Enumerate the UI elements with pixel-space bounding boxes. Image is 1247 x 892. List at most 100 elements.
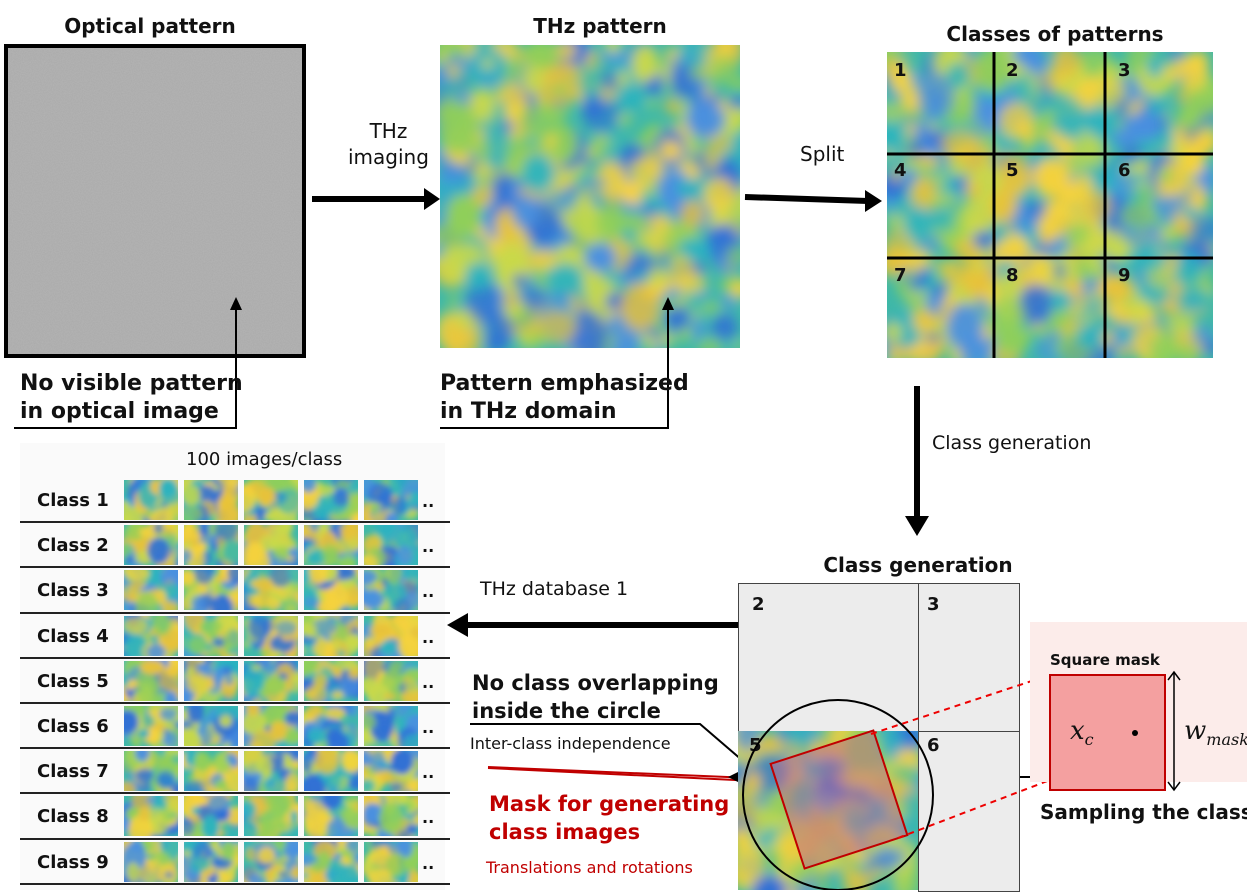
class-thumbnail	[124, 570, 178, 611]
mask-center-dot	[1132, 730, 1138, 736]
optical-image	[4, 44, 306, 358]
rotated-mask	[769, 729, 909, 870]
row-ellipsis: ..	[422, 717, 435, 737]
row-ellipsis: ..	[422, 808, 435, 828]
row-ellipsis: ..	[422, 627, 435, 647]
class-row: Class 3..	[20, 568, 450, 614]
thz-note: Pattern emphasized in THz domain	[440, 371, 689, 424]
class-thumbnail	[364, 751, 418, 792]
thz-imaging-label: THz imaging	[348, 119, 429, 169]
class-row: Class 1..	[20, 478, 450, 524]
split-label: Split	[800, 142, 845, 166]
class-thumbnail	[124, 660, 178, 701]
generation-number-5: 5	[749, 735, 762, 756]
class-thumbnail	[244, 841, 298, 882]
class-row-label: Class 4	[37, 625, 109, 647]
optical-pattern-title: Optical pattern	[64, 14, 236, 38]
optical-note: No visible pattern in optical image	[20, 371, 243, 424]
class-thumbnail	[184, 480, 238, 520]
class-row: Class 2..	[20, 523, 450, 569]
square-mask-title: Square mask	[1050, 651, 1160, 669]
classes-of-patterns-title: Classes of patterns	[946, 22, 1164, 46]
class-row: Class 4..	[20, 614, 450, 659]
class-generation-label: Class generation	[932, 432, 1092, 454]
grid-number-8: 8	[1006, 265, 1019, 286]
class-thumbnail	[364, 480, 418, 520]
generation-cell-6	[918, 731, 1020, 892]
class-thumbnail	[364, 615, 418, 656]
split-arrow	[744, 194, 869, 204]
mask-width-label: wmask	[1184, 716, 1247, 750]
class-thumbnail	[364, 525, 418, 566]
grid-number-4: 4	[894, 160, 907, 181]
class-thumbnail	[304, 525, 358, 566]
class-thumbnail	[184, 570, 238, 611]
class-row-label: Class 5	[37, 670, 109, 692]
sampling-note: Sampling the class	[1040, 800, 1247, 824]
database-label: THz database 1	[480, 578, 629, 600]
class-thumbnail	[244, 660, 298, 701]
row-ellipsis: ..	[422, 853, 435, 873]
class-row-label: Class 1	[37, 490, 109, 511]
mask-width-arrow	[1167, 670, 1181, 792]
mask-overlay	[742, 674, 1051, 890]
grid-number-3: 3	[1118, 60, 1131, 81]
class-thumbnail	[184, 841, 238, 882]
row-ellipsis: ..	[422, 582, 435, 602]
thz-pattern-title: THz pattern	[533, 14, 667, 38]
class-thumbnail	[184, 796, 238, 837]
class-thumbnail	[304, 660, 358, 701]
grid-number-6: 6	[1118, 160, 1131, 181]
class-thumbnail	[124, 796, 178, 837]
class-thumbnail	[244, 796, 298, 837]
generation-number-3: 3	[927, 594, 940, 615]
class-thumbnail	[244, 705, 298, 746]
class-thumbnail	[124, 751, 178, 792]
class-thumbnail	[124, 705, 178, 746]
class-row-label: Class 9	[37, 851, 109, 873]
class-thumbnail	[184, 660, 238, 701]
class-thumbnail	[364, 570, 418, 611]
class-row-label: Class 6	[37, 715, 109, 737]
class-row-label: Class 3	[37, 580, 109, 602]
class-thumbnail	[304, 615, 358, 656]
class-thumbnail	[124, 480, 178, 520]
class-row: Class 9..	[20, 840, 450, 885]
grid-number-7: 7	[894, 265, 907, 286]
class-row-label: Class 2	[37, 535, 109, 557]
class-thumbnail	[304, 480, 358, 520]
row-ellipsis: ..	[422, 763, 435, 783]
classes-texture	[887, 52, 1213, 358]
thz-image	[440, 45, 740, 348]
mask-note: Mask for generating class images	[489, 792, 730, 844]
independence-circle	[742, 699, 934, 890]
row-ellipsis: ..	[422, 492, 435, 511]
grid-number-1: 1	[894, 60, 907, 81]
mask-subnote: Translations and rotations	[486, 858, 693, 877]
class-thumbnail	[364, 796, 418, 837]
class-thumbnail	[304, 841, 358, 882]
class-thumbnail	[184, 615, 238, 656]
grid-number-9: 9	[1118, 265, 1131, 286]
class-row: Class 5..	[20, 659, 450, 704]
class-thumbnail	[124, 841, 178, 882]
class-thumbnail	[364, 660, 418, 701]
square-mask	[1049, 674, 1166, 791]
thz-texture	[440, 45, 740, 348]
class-row-label: Class 8	[37, 806, 109, 828]
class-thumbnail	[304, 796, 358, 837]
class-thumbnail	[304, 570, 358, 611]
class-thumbnail	[244, 525, 298, 566]
class-thumbnail	[304, 751, 358, 792]
classes-grid-lines	[887, 52, 1213, 358]
database-header: 100 images/class	[186, 449, 343, 470]
grid-number-5: 5	[1006, 160, 1019, 181]
generation-number-6: 6	[927, 735, 940, 756]
generation-cell-2	[738, 583, 920, 733]
class-thumbnail	[244, 615, 298, 656]
class-thumbnail	[244, 751, 298, 792]
class-row: Class 7..	[20, 749, 450, 795]
class-thumbnail	[364, 705, 418, 746]
overlap-note: No class overlapping inside the circle	[472, 671, 719, 723]
grid-number-2: 2	[1006, 60, 1019, 81]
